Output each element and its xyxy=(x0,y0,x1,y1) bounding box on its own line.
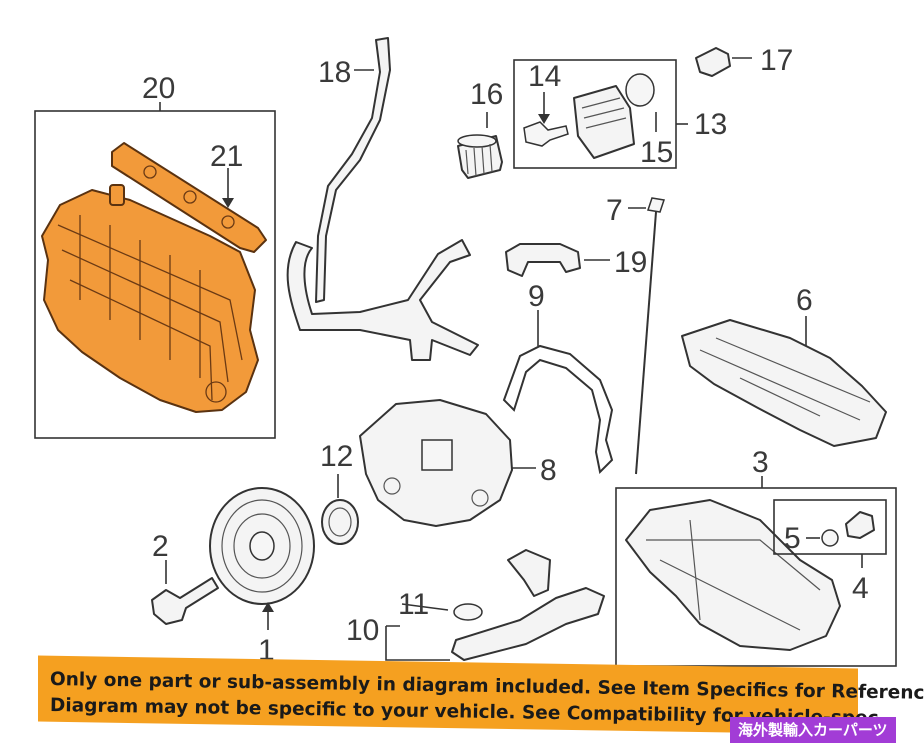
pulley-groove xyxy=(221,499,303,593)
front-cover-gasket-part[interactable] xyxy=(502,344,614,475)
pcv-hose-group: 19 xyxy=(505,243,647,279)
oil-pump-bolt-hole xyxy=(383,477,401,495)
oil-cooler-fins xyxy=(581,97,627,129)
label-18: 18 xyxy=(318,56,351,89)
label-13: 13 xyxy=(694,108,727,141)
manifold-runner-line xyxy=(57,224,243,361)
pulley-groove xyxy=(233,513,291,579)
dipstick-group: 7 xyxy=(606,194,665,475)
item-21-arrowhead xyxy=(222,198,234,208)
item-20-frame xyxy=(34,110,276,439)
label-2: 2 xyxy=(152,530,169,563)
shop-tag-badge: 海外製輸入カーパーツ xyxy=(730,717,896,743)
label-20: 20 xyxy=(142,72,175,105)
pickup-o-ring-part[interactable] xyxy=(453,603,483,621)
oil-cooler-group: 14 15 13 xyxy=(513,59,727,169)
oil-filter-top xyxy=(457,134,497,148)
cooler-seal-ring[interactable] xyxy=(625,73,655,107)
crank-pulley-group: 1 xyxy=(209,487,315,667)
drain-washer-part[interactable] xyxy=(821,529,839,547)
label-21: 21 xyxy=(210,140,243,173)
gasket-port xyxy=(183,190,197,204)
crank-seal-inner xyxy=(328,507,352,537)
item-1-arrowhead xyxy=(262,602,274,612)
manifold-throttle-port xyxy=(205,381,227,403)
manifold-rib-lines xyxy=(79,215,201,378)
oil-pickup-tube-part[interactable] xyxy=(451,587,605,661)
oil-pump-rotor xyxy=(421,439,453,471)
oil-pump-group: 8 xyxy=(359,399,557,527)
oil-pan-group: 3 4 5 xyxy=(615,446,897,667)
crank-seal-group: 12 xyxy=(320,440,359,545)
label-9: 9 xyxy=(528,280,545,313)
oil-pickup-group: 11 10 xyxy=(346,549,605,661)
label-11: 11 xyxy=(398,588,429,621)
oil-pump-bolt-hole xyxy=(471,489,489,507)
oil-pan-ribs xyxy=(646,519,821,631)
label-12: 12 xyxy=(320,440,353,473)
oil-pan-part[interactable] xyxy=(625,499,841,651)
dipstick-tube-group: 18 xyxy=(286,37,479,361)
item-10-bracket xyxy=(385,625,450,661)
pcv-hose-part[interactable] xyxy=(505,243,581,277)
intake-manifold-group: 20 21 xyxy=(34,72,276,439)
oil-pickup-bracket-part[interactable] xyxy=(507,549,551,597)
label-16: 16 xyxy=(470,78,503,111)
item-4-frame xyxy=(773,499,887,555)
item-11-leader xyxy=(401,603,449,611)
label-17: 17 xyxy=(760,44,793,77)
crank-seal-part[interactable] xyxy=(321,499,359,545)
intake-gasket-part[interactable] xyxy=(111,142,267,253)
coolant-hose-part[interactable] xyxy=(286,239,479,361)
gasket-port xyxy=(143,165,157,179)
label-3: 3 xyxy=(752,446,769,479)
dipstick-tube-part[interactable] xyxy=(315,37,391,303)
manifold-runner-line xyxy=(69,279,213,401)
dipstick-part[interactable] xyxy=(647,197,665,213)
oil-filter-group: 16 xyxy=(457,78,503,179)
manifold-port xyxy=(109,184,125,206)
label-5: 5 xyxy=(784,522,801,555)
label-4: 4 xyxy=(852,572,869,605)
pulley-bolt-part[interactable] xyxy=(151,577,219,625)
manifold-runner-line xyxy=(61,249,229,383)
label-10: 10 xyxy=(346,614,379,647)
intake-manifold-part[interactable] xyxy=(41,189,259,413)
oil-pressure-sensor-group: 17 xyxy=(695,44,793,77)
heat-shield-group: 6 xyxy=(681,284,887,447)
cooler-bolt-part[interactable] xyxy=(523,121,569,147)
gasket-port xyxy=(221,215,235,229)
drain-plug-part[interactable] xyxy=(845,511,875,539)
item-13-frame xyxy=(513,59,677,169)
label-7: 7 xyxy=(606,194,623,227)
dipstick-rod xyxy=(635,211,657,475)
item-14-arrowhead xyxy=(538,114,550,124)
oil-cooler-part[interactable] xyxy=(573,85,635,159)
label-19: 19 xyxy=(614,246,647,279)
heat-shield-part[interactable] xyxy=(681,319,887,447)
front-cover-gasket-group: 9 xyxy=(502,280,614,475)
label-15: 15 xyxy=(640,136,673,169)
label-8: 8 xyxy=(540,454,557,487)
oil-filter-ribs xyxy=(465,143,493,177)
pulley-hub xyxy=(249,531,275,561)
label-6: 6 xyxy=(796,284,813,317)
heat-shield-ribs xyxy=(699,337,871,421)
pulley-bolt-group: 2 xyxy=(151,530,219,625)
oil-pressure-sensor-part[interactable] xyxy=(695,47,731,77)
label-14: 14 xyxy=(528,60,561,93)
